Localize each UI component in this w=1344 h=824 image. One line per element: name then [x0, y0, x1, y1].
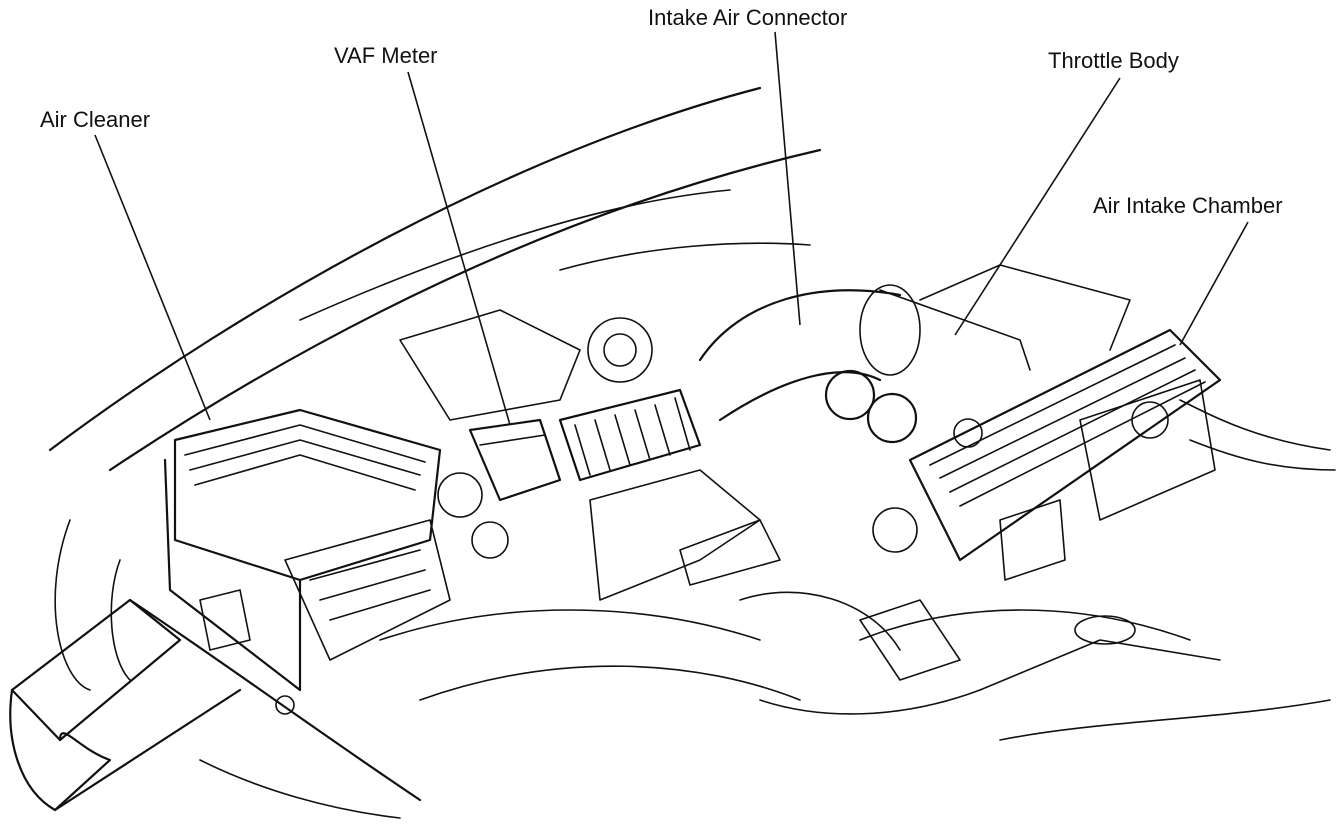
air-intake-chamber	[908, 328, 1336, 581]
intake-bellows	[558, 388, 702, 482]
label-leader-lines	[94, 31, 1249, 426]
intake-air-connector-label: Intake Air Connector	[648, 5, 848, 30]
throttle-body-leader	[954, 77, 1121, 336]
vaf-meter-label: VAF Meter	[334, 43, 438, 68]
intake-air-connector-tube	[587, 284, 921, 422]
vaf-meter	[437, 418, 562, 559]
air-cleaner-box	[163, 408, 451, 715]
lower-body-lines	[9, 598, 1331, 819]
air-intake-chamber-label: Air Intake Chamber	[1093, 193, 1283, 218]
air-cleaner-leader	[94, 134, 211, 421]
throttle-body-label: Throttle Body	[1048, 48, 1179, 73]
engine-block	[399, 309, 961, 681]
air-cleaner-label: Air Cleaner	[40, 107, 151, 132]
vaf-meter-leader	[407, 71, 511, 426]
intake-air-connector-leader	[774, 31, 801, 326]
hood-edge-lines	[48, 86, 822, 691]
throttle-body	[824, 264, 1131, 553]
air-intake-chamber-leader	[1179, 221, 1249, 346]
